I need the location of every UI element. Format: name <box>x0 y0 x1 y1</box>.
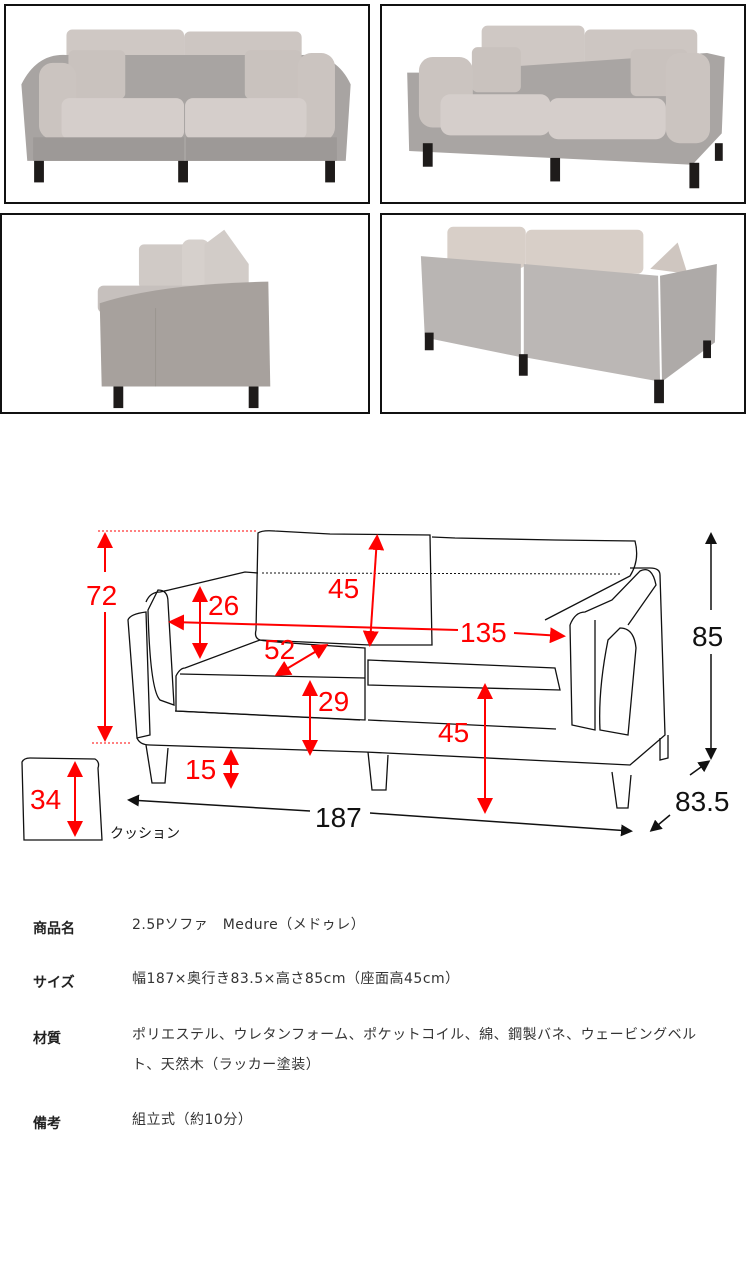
spec-value: 組立式（約10分） <box>132 1112 253 1128</box>
label-back-height: 72 <box>86 580 117 611</box>
sofa-side-image <box>97 229 271 409</box>
spec-key: 材質 <box>33 1031 61 1047</box>
label-total-depth: 83.5 <box>675 786 730 817</box>
photo-angled-view <box>380 4 746 204</box>
label-back-cushion-height: 45 <box>328 573 359 604</box>
sofa-back-image <box>420 226 717 404</box>
label-seat-cushion-thickness: 29 <box>318 686 349 717</box>
label-inner-width: 135 <box>460 617 507 648</box>
label-cushion: クッション <box>110 826 180 842</box>
label-arm-height: 26 <box>208 590 239 621</box>
label-total-height: 85 <box>692 621 723 652</box>
photo-side-view <box>0 213 370 414</box>
dimension-labels: 72 26 45 52 135 29 45 15 34 <box>30 573 507 815</box>
spec-key: 商品名 <box>33 921 75 937</box>
label-leg-height: 15 <box>185 754 216 785</box>
label-seat-height: 45 <box>438 717 469 748</box>
spec-value: ポリエステル、ウレタンフォーム、ポケットコイル、綿、鋼製バネ、ウェービングベルト… <box>132 1027 697 1073</box>
spec-value: 2.5Pソファ Medure（メドゥレ） <box>132 917 366 933</box>
dimension-diagram: 72 26 45 52 135 29 45 15 34 85 187 83.5 … <box>21 530 730 842</box>
label-cushion-size: 34 <box>30 784 61 815</box>
label-seat-depth: 52 <box>264 634 295 665</box>
spec-key: サイズ <box>33 975 75 991</box>
sofa-angled-image <box>407 25 725 189</box>
sofa-outline <box>21 530 669 841</box>
photo-front-view <box>4 4 370 204</box>
photo-back-view <box>380 213 746 414</box>
spec-value: 幅187×奥行き83.5×高さ85cm（座面高45cm） <box>132 971 460 987</box>
label-total-width: 187 <box>315 802 362 833</box>
sofa-front-image <box>21 29 351 183</box>
spec-key: 備考 <box>33 1116 61 1132</box>
